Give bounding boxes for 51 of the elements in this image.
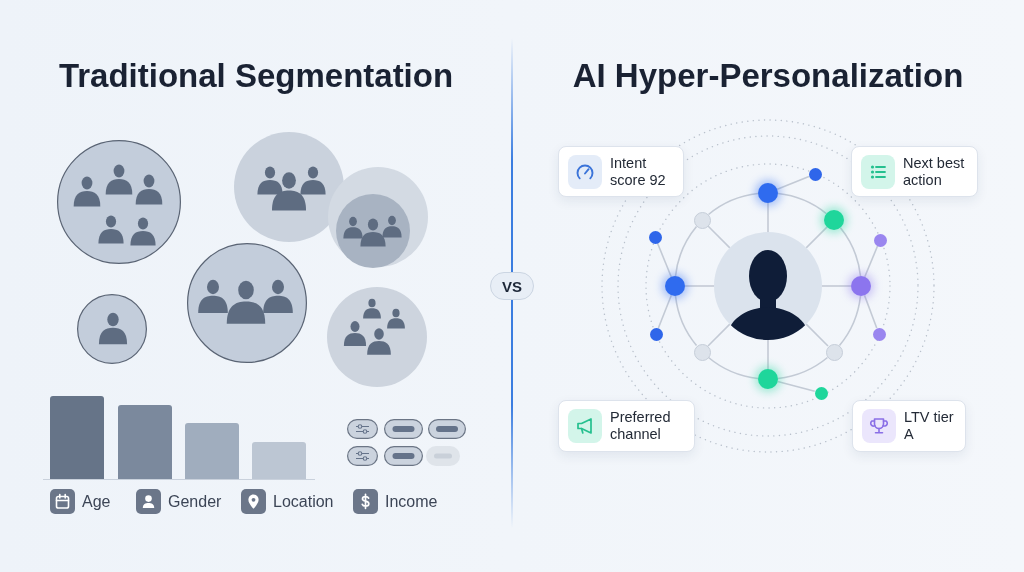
category-label: Gender [168,492,222,511]
network-node [649,327,663,341]
ring-arc [839,226,862,277]
card-label: Intent score 92 [610,154,667,189]
card-label: Next best action [903,154,966,189]
category-label: Age [82,492,111,511]
ring-arc [777,356,829,380]
info-card [851,146,978,197]
card-label: LTV tier A [904,409,955,443]
connector-line [767,339,769,370]
category-label: Location [273,492,334,511]
connector-line [864,245,879,278]
connector-line [656,242,672,278]
network-node [693,211,711,229]
connector-line [707,323,731,347]
ring-arc [674,225,698,277]
connector-line [707,225,731,249]
ring-arc [707,192,759,216]
info-card [558,400,695,452]
connector-line [863,294,878,329]
connector-line [684,285,715,287]
connector-line [776,175,810,191]
connector-line [776,380,816,393]
connector-line [805,323,829,347]
connector-line [657,294,673,329]
ring-arc [707,356,759,380]
ring-arc [674,295,698,347]
network-node [814,386,828,400]
info-card [852,400,966,452]
network-node [648,230,662,244]
card-label: Preferred channel [610,409,672,443]
vs-badge: VS [490,272,534,300]
section-heading: AI Hyper-Personalization [571,57,965,95]
network-node [824,210,844,230]
ring-arc [777,192,828,215]
section-heading: Traditional Segmentation [57,57,455,95]
category-label: Income [385,492,438,511]
connector-line [821,285,852,287]
network-node [693,343,711,361]
ring-arc [838,295,862,347]
connector-line [805,226,828,249]
network-node [873,233,887,247]
network-node [872,327,886,341]
network-node [808,167,822,181]
info-card [558,146,684,197]
network-node [825,343,843,361]
network-node [758,369,778,389]
network-node [665,276,685,296]
network-node [851,276,871,296]
network-node [758,183,778,203]
connector-line [767,202,769,233]
